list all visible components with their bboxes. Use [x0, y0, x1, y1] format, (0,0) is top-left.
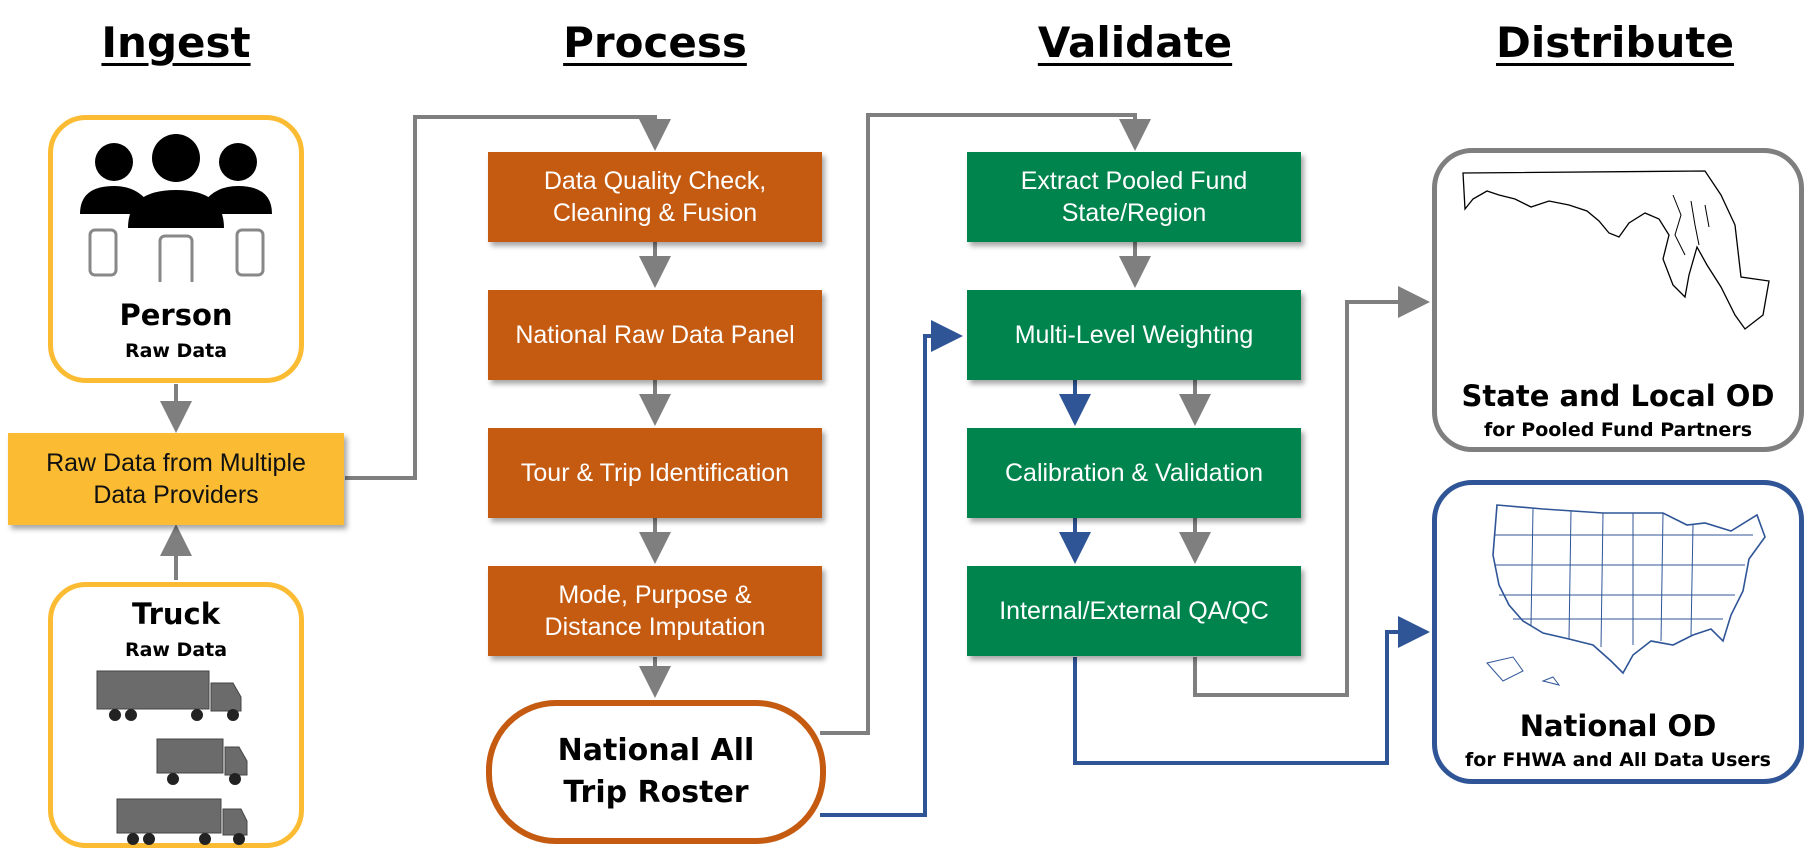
arrow-v4-to-national: [1073, 616, 1430, 765]
trucks-icon: [96, 670, 248, 845]
person-subtitle: Raw Data: [124, 340, 228, 362]
person-raw-data-card: Person Raw Data: [48, 115, 304, 383]
column-title-validate: Validate: [1037, 18, 1233, 67]
validate-step3-label: Calibration & Validation: [1004, 458, 1264, 487]
state-od-title: State and Local OD: [1461, 379, 1775, 413]
national-od-title: National OD: [1519, 709, 1717, 743]
arrow-raw-to-process: [345, 115, 671, 480]
arrow-roster-to-validate: [820, 113, 1151, 735]
truck-title: Truck: [131, 597, 221, 631]
process-tour-trip-box: Tour & Trip Identification: [488, 428, 822, 518]
validate-step1-line2: State/Region: [1061, 199, 1207, 227]
person-title: Person: [119, 298, 233, 332]
roster-line2: Trip Roster: [563, 775, 749, 810]
process-step1-line2: Cleaning & Fusion: [552, 199, 758, 227]
process-step4-line2: Distance Imputation: [544, 613, 766, 641]
state-od-subtitle: for Pooled Fund Partners: [1483, 419, 1753, 441]
national-trip-roster-box: National All Trip Roster: [486, 700, 826, 844]
people-with-phones-icon: [80, 134, 272, 282]
truck-raw-data-card: Truck Raw Data: [48, 582, 304, 848]
raw-data-providers-box: Raw Data from Multiple Data Providers: [8, 433, 344, 525]
validate-calibration-box: Calibration & Validation: [967, 428, 1301, 518]
process-data-quality-box: Data Quality Check, Cleaning & Fusion: [488, 152, 822, 242]
roster-line1: National All: [557, 733, 755, 768]
validate-step1-line1: Extract Pooled Fund: [1020, 166, 1248, 195]
maryland-map-icon: [1462, 170, 1770, 330]
validate-qaqc-box: Internal/External QA/QC: [967, 566, 1301, 656]
process-step4-line1: Mode, Purpose &: [558, 580, 752, 609]
state-local-od-card: State and Local OD for Pooled Fund Partn…: [1432, 148, 1804, 452]
column-title-ingest: Ingest: [101, 18, 251, 67]
us-map-icon: [1486, 504, 1766, 686]
process-step3-label: Tour & Trip Identification: [520, 458, 790, 487]
validate-step4-label: Internal/External QA/QC: [999, 596, 1269, 625]
arrow-v4-to-state: [1193, 286, 1430, 697]
process-step2-label: National Raw Data Panel: [515, 320, 795, 349]
raw-data-line1: Raw Data from Multiple: [46, 448, 306, 477]
arrow-roster-to-weighting: [820, 320, 963, 817]
validate-extract-box: Extract Pooled Fund State/Region: [967, 152, 1301, 242]
validate-weighting-box: Multi-Level Weighting: [967, 290, 1301, 380]
truck-subtitle: Raw Data: [124, 639, 228, 661]
process-raw-data-panel-box: National Raw Data Panel: [488, 290, 822, 380]
validate-step2-label: Multi-Level Weighting: [1014, 320, 1254, 349]
column-title-process: Process: [563, 18, 747, 67]
column-title-distribute: Distribute: [1496, 18, 1734, 67]
national-od-card: National OD for FHWA and All Data Users: [1432, 480, 1804, 784]
national-od-subtitle: for FHWA and All Data Users: [1465, 749, 1771, 771]
raw-data-line2: Data Providers: [93, 481, 259, 509]
process-step1-line1: Data Quality Check,: [543, 166, 767, 195]
process-mode-purpose-box: Mode, Purpose & Distance Imputation: [488, 566, 822, 656]
